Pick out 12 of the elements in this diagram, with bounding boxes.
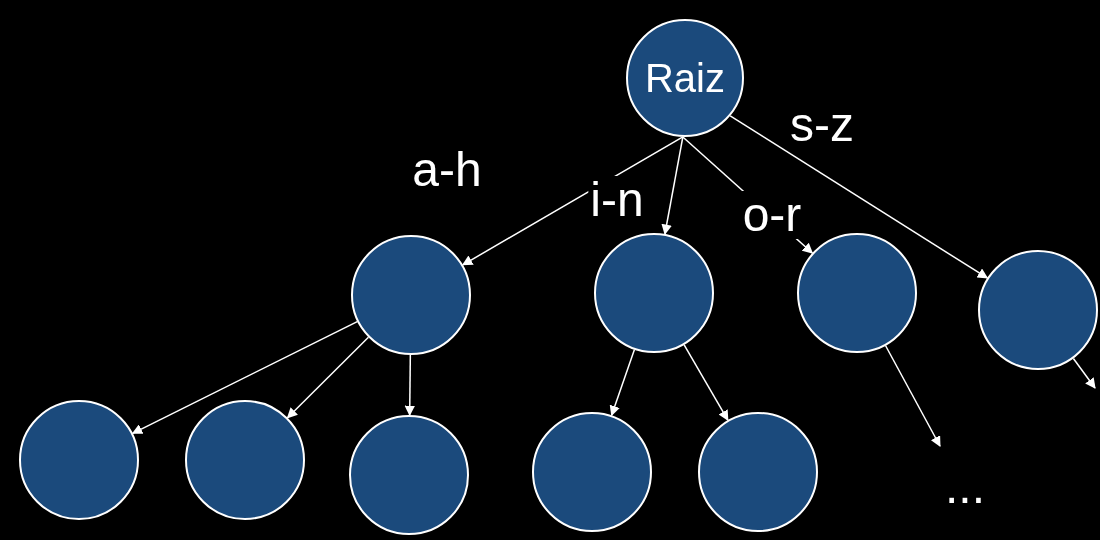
edge-label: o-r bbox=[740, 191, 804, 239]
arrow bbox=[683, 344, 729, 422]
arrow bbox=[1072, 357, 1096, 389]
arrow bbox=[461, 136, 684, 266]
ellipsis-text: ... bbox=[945, 463, 985, 511]
arrow bbox=[131, 320, 358, 435]
arrow bbox=[729, 115, 989, 279]
arrow bbox=[884, 345, 941, 447]
arrow bbox=[404, 354, 415, 417]
node-label: Raiz bbox=[645, 58, 725, 98]
arrow bbox=[286, 336, 370, 419]
arrow bbox=[661, 136, 684, 236]
